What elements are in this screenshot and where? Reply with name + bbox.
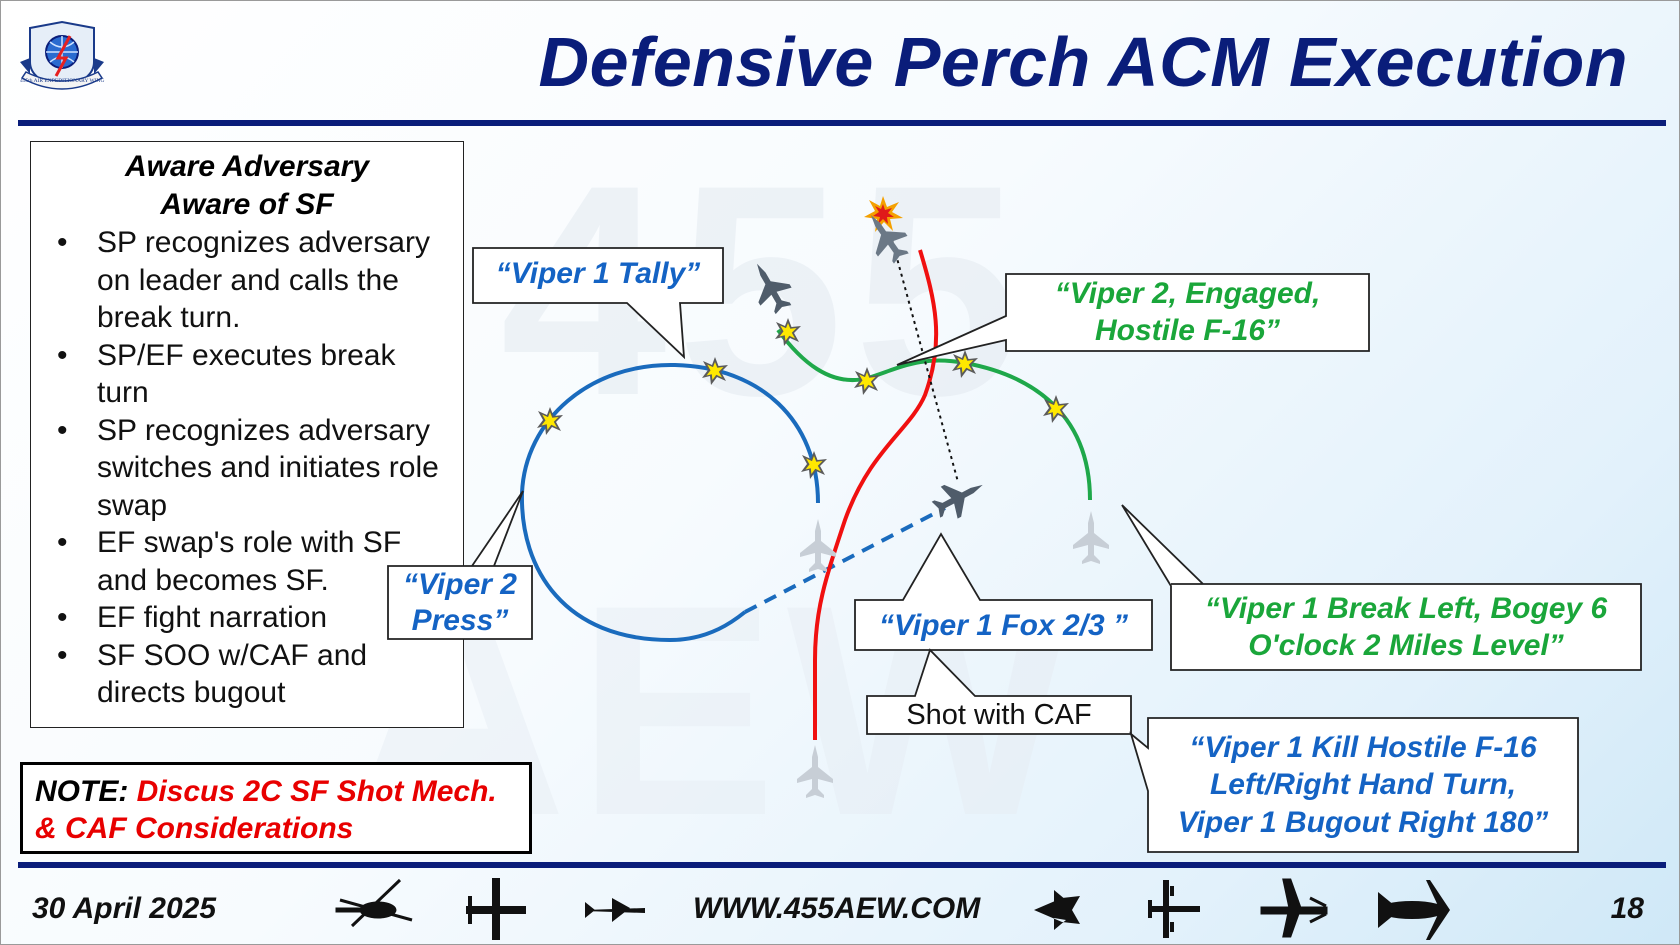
note-label: NOTE: [35,775,129,808]
kill-callout-line-2: Left/Right Hand Turn, [1209,768,1517,801]
footer-url[interactable]: WWW.455AEW.COM [693,892,981,925]
footer-rule [18,862,1666,868]
summary-bullet: SP recognizes adversary switches and ini… [45,412,453,525]
press-callout-line-1: “Viper 2 [403,568,517,601]
footer-date: 30 April 2025 [32,892,216,925]
explosion-icon [864,196,903,232]
press-callout-box [387,490,533,640]
hostile-start-jet-icon [797,745,833,798]
summary-heading: Aware Adversary Aware of SF [31,148,463,224]
summary-heading-line-1: Aware Adversary [124,150,370,183]
shot-caf-callout-box [866,648,1132,735]
press-callout-line-2: Press” [411,604,509,637]
tally-callout-text: “Viper 1 Tally” [495,257,701,290]
viper2-dashed-track [744,506,946,614]
summary-bullet: SP recognizes adversary on leader and ca… [45,224,453,337]
tally-callout-box [472,247,724,360]
hostile-track [813,249,939,740]
shot-caf-text: Shot with CAF [906,699,1092,731]
summary-bullet: SP/EF executes break turn [45,337,453,412]
kill-callout-box [1129,717,1579,853]
kill-callout-line-1: “Viper 1 Kill Hostile F-16 [1189,731,1537,764]
summary-heading-line-2: Aware of SF [160,188,334,221]
summary-bullet-list: SP recognizes adversary on leader and ca… [31,224,463,712]
note-text: Discus 2C SF Shot Mech. & CAF Considerat… [35,775,497,845]
break-callout-line-2: O'clock 2 Miles Level” [1248,629,1564,662]
kill-callout-line-3: Viper 1 Bugout Right 180” [1177,806,1549,839]
viper2-jet-icon [927,468,992,526]
hostile-jet-icon [741,254,800,319]
summary-bullet: EF swap's role with SF and becomes SF. [45,524,453,599]
viper1-break-jet-icon [1073,511,1109,564]
page-number: 18 [1610,892,1644,925]
page-title: Defensive Perch ACM Execution [538,23,1628,101]
emblem-banner-text: 455th AIR EXPEDITIONARY WING [20,78,105,84]
header-rule [18,120,1666,126]
break-callout-box [1121,504,1642,671]
fox-callout-text: “Viper 1 Fox 2/3 ” [879,609,1128,642]
unit-emblem-icon: 455th AIR EXPEDITIONARY WING [18,18,106,94]
viper1-break-turn-track [519,362,820,643]
summary-bullet: EF fight narration [45,599,453,637]
engaged-callout-line-2: Hostile F-16” [1094,314,1281,347]
break-callout-line-1: “Viper 1 Break Left, Bogey 6 [1204,592,1608,625]
note-box: NOTE: Discus 2C SF Shot Mech. & CAF Cons… [20,762,532,854]
fox-callout-box [854,532,1153,651]
summary-bullet: SF SOO w/CAF and directs bugout [45,637,453,712]
engaged-callout-box [896,273,1370,366]
engaged-callout-line-1: “Viper 2, Engaged, [1054,277,1321,310]
